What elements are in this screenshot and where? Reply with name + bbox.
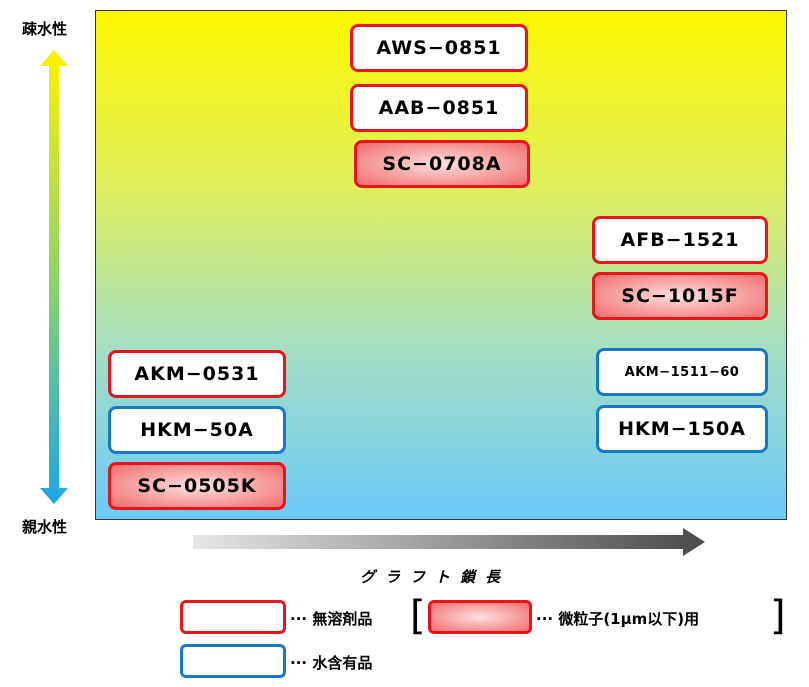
product-box-aws-0851: AWS−0851: [350, 24, 528, 72]
hydrophobic-label: 疎水性: [22, 20, 68, 38]
hydrophilic-label: 親水性: [22, 518, 68, 536]
legend-swatch-fine-particle: [428, 600, 532, 634]
vertical-double-arrow: [40, 50, 68, 504]
product-box-akm-1511-60: AKM−1511−60: [596, 348, 768, 396]
legend-label-solvent-free: ··· 無溶剤品: [290, 610, 373, 628]
legend-label-water-containing: ··· 水含有品: [290, 654, 373, 672]
product-box-sc-0708a: SC−0708A: [354, 140, 530, 188]
horizontal-arrow: [193, 528, 705, 556]
graft-chain-length-label: グラフト鎖長: [360, 568, 511, 586]
product-box-akm-0531: AKM−0531: [108, 350, 286, 398]
product-box-afb-1521: AFB−1521: [592, 216, 768, 264]
product-box-hkm-50a: HKM−50A: [108, 406, 286, 454]
legend-swatch-water-containing: [180, 644, 286, 678]
legend-bracket-right: ]: [770, 593, 786, 639]
legend-bracket-left: [: [410, 593, 426, 639]
product-box-sc-0505k: SC−0505K: [108, 462, 286, 510]
product-box-sc-1015f: SC−1015F: [592, 272, 768, 320]
legend-label-fine-particle: ··· 微粒子(1μm以下)用: [536, 610, 700, 628]
product-box-aab-0851: AAB−0851: [350, 84, 528, 132]
product-box-hkm-150a: HKM−150A: [596, 405, 768, 453]
legend-swatch-solvent-free: [180, 600, 286, 634]
